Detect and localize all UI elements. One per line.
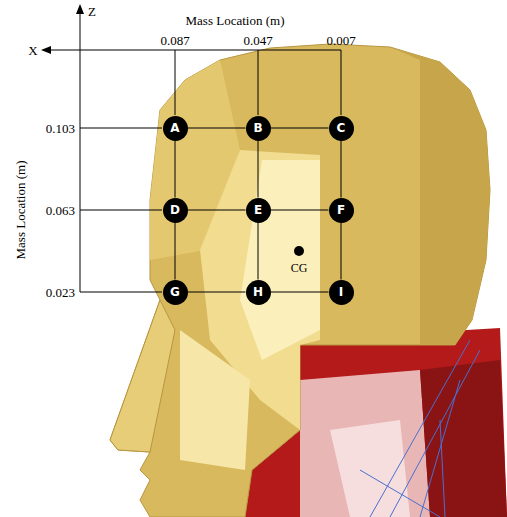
grid-line	[175, 141, 176, 198]
nose	[110, 300, 175, 452]
ligament-line	[360, 470, 440, 517]
cg-label: CG	[291, 262, 308, 274]
axis-lines	[48, 12, 341, 292]
leader-line	[258, 50, 259, 115]
tick-value: 0.047	[243, 34, 272, 47]
point-letter: E	[254, 204, 262, 216]
cg-dot	[294, 246, 304, 256]
grid-line	[271, 210, 329, 211]
grid-line	[258, 223, 259, 280]
axis-letter: Z	[88, 5, 96, 18]
grid-line	[175, 223, 176, 280]
grid-line	[258, 141, 259, 198]
leader-line	[80, 128, 162, 129]
point-letter: A	[170, 122, 179, 134]
z-axis	[80, 12, 81, 292]
axis-title: Mass Location (m)	[14, 161, 27, 260]
face-highlight	[240, 160, 320, 360]
mass-point-circle: C	[329, 116, 354, 141]
point-letter: F	[337, 204, 345, 216]
ligament-line	[370, 340, 470, 517]
head-outline	[110, 44, 490, 517]
mass-point-circle: B	[246, 116, 271, 141]
point-letter: I	[339, 286, 343, 298]
ligament-line	[440, 420, 445, 517]
grid-line	[188, 128, 246, 129]
arrowhead	[76, 4, 84, 14]
point-letter: C	[337, 122, 346, 134]
mass-point-circle: I	[329, 280, 354, 305]
leader-line	[341, 50, 342, 115]
mass-point-circle: F	[329, 198, 354, 223]
axis-title: Mass Location (m)	[186, 14, 285, 27]
grid-line	[341, 223, 342, 280]
arrowhead	[41, 46, 51, 54]
point-letter: H	[253, 286, 263, 298]
grid-line	[188, 210, 246, 211]
mass-point-circle: D	[163, 198, 188, 223]
leader-line	[175, 50, 176, 115]
ligament-line	[390, 350, 480, 517]
mass-point-circle: E	[246, 198, 271, 223]
tick-value: 0.063	[46, 204, 75, 217]
tick-value: 0.023	[46, 286, 75, 299]
leader-line	[80, 210, 162, 211]
mass-point-circle: A	[163, 116, 188, 141]
grid-line	[188, 292, 246, 293]
x-axis	[48, 50, 341, 51]
neck-muscle	[300, 370, 430, 517]
point-letter: B	[253, 122, 262, 134]
neck-ligaments	[360, 340, 480, 517]
tick-value: 0.087	[160, 34, 189, 47]
point-letter: D	[170, 204, 180, 216]
mass-point-circle: H	[246, 280, 271, 305]
grid-line	[271, 292, 329, 293]
point-letter: G	[170, 286, 180, 298]
face-highlight	[180, 330, 250, 470]
ligament-line	[420, 380, 460, 517]
grid-line	[271, 128, 329, 129]
tick-value: 0.103	[46, 122, 75, 135]
mass-point-circle: G	[163, 280, 188, 305]
tick-value: 0.007	[326, 34, 355, 47]
leader-line	[80, 292, 162, 293]
axis-letter: X	[28, 44, 37, 57]
neck-muscle	[420, 360, 507, 517]
grid-line	[341, 141, 342, 198]
head-shading	[390, 47, 490, 345]
